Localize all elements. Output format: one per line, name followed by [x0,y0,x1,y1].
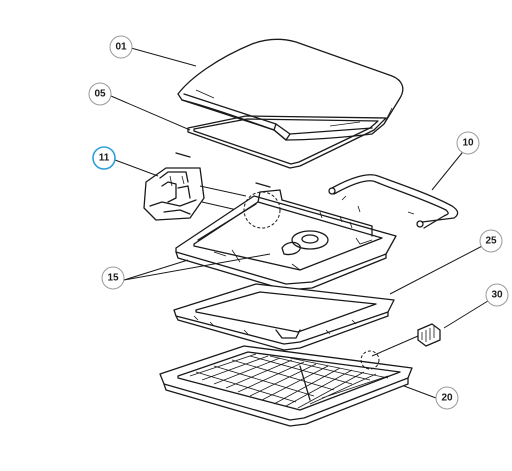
part-base-frame [175,189,397,291]
svg-text:25: 25 [485,236,497,247]
screen-mesh [189,353,389,409]
svg-text:15: 15 [107,273,119,284]
callout-15: 15 [101,266,125,290]
callout-20: 20 [435,386,459,410]
part-gasket [187,115,387,169]
callout-11: 11 [92,146,116,170]
svg-text:11: 11 [99,153,110,164]
part-clips [175,152,271,188]
svg-text:05: 05 [94,89,106,100]
svg-text:30: 30 [491,290,503,301]
callout-01: 01 [109,35,133,59]
part-hose [328,174,459,229]
svg-text:01: 01 [115,42,127,53]
callout-10: 10 [456,131,480,155]
svg-text:20: 20 [441,393,453,404]
callout-25: 25 [479,229,503,253]
part-filter-block [417,323,441,347]
part-screen-tray [159,345,413,427]
leader-lines [110,47,497,399]
part-cover [177,38,404,141]
part-frame [173,283,395,351]
callout-30: 30 [485,283,509,307]
callout-05: 05 [88,82,112,106]
svg-text:10: 10 [462,138,474,149]
part-detail-inset [143,167,247,221]
